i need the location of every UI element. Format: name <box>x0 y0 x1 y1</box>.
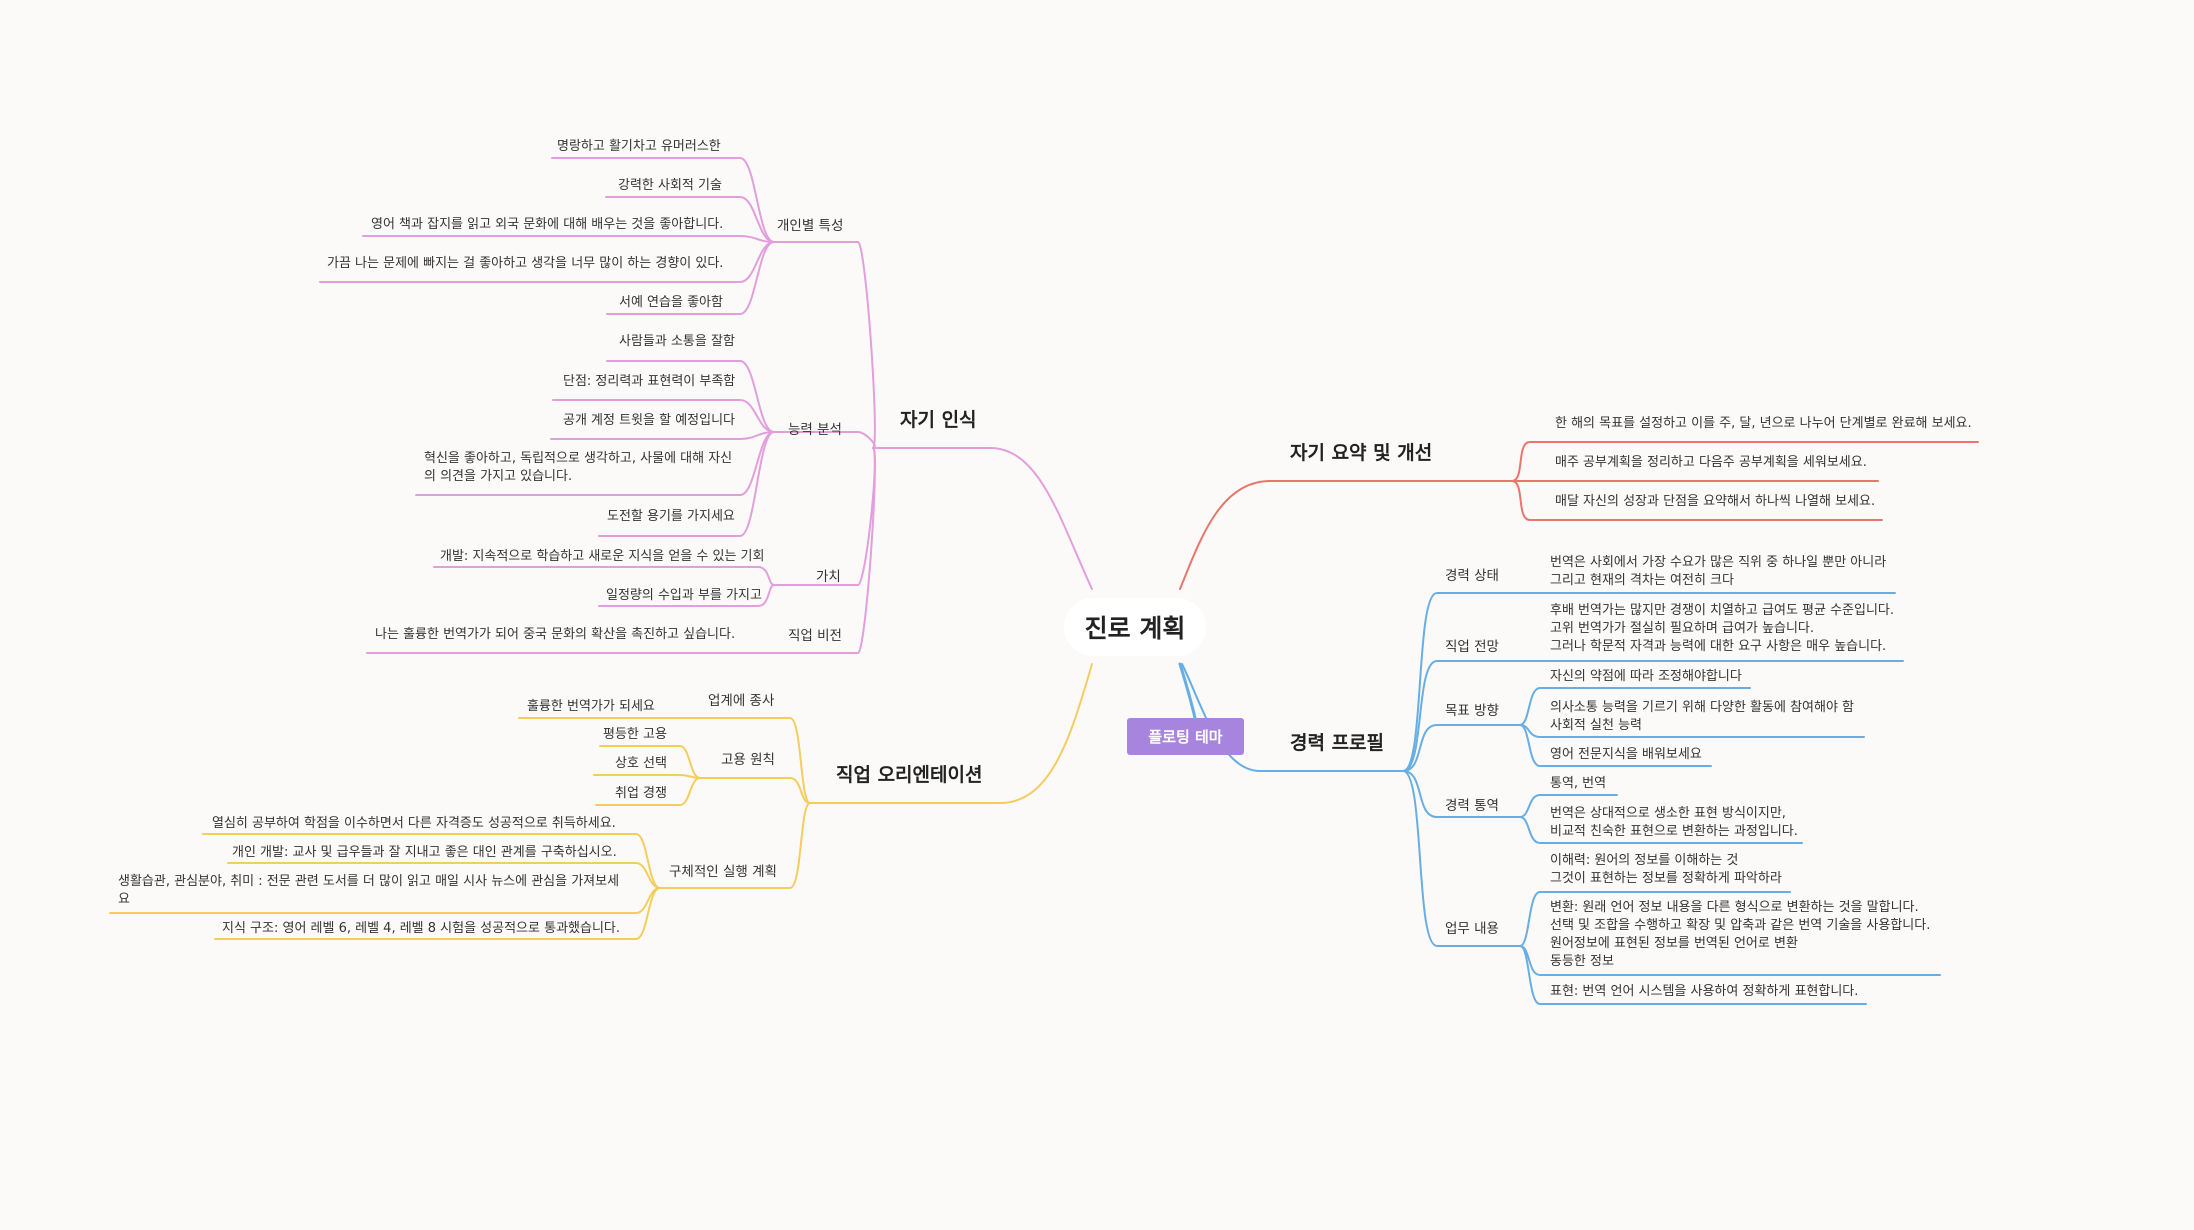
leaf-path-1[interactable]: 통역, 번역 <box>1550 775 1606 793</box>
career-profile-connectors <box>1181 592 1941 1005</box>
subtopic-career-status[interactable]: 경력 상태 <box>1445 568 1499 584</box>
leaf-work-3[interactable]: 표현: 번역 언어 시스템을 사용하여 정확하게 표현합니다. <box>1550 983 1858 1001</box>
leaf-path-2-text: 번역은 상대적으로 생소한 표현 방식이지만, 비교적 친숙한 표현으로 변환하… <box>1550 806 1798 839</box>
floating-topic[interactable]: 플로팅 테마 <box>1127 718 1244 755</box>
subtopic-career-outlook[interactable]: 직업 전망 <box>1445 639 1499 655</box>
leaf-status-1[interactable]: 번역은 사회에서 가장 수요가 많은 직위 중 하나일 뿐만 아니라 그리고 현… <box>1550 554 1886 590</box>
leaf-value-2[interactable]: 일정량의 수입과 부를 가지고 <box>606 588 762 603</box>
leaf-plan-1[interactable]: 열심히 공부하여 학점을 이수하면서 다른 자격증도 성공적으로 취득하세요. <box>212 816 616 831</box>
leaf-trait-5[interactable]: 서예 연습을 좋아함 <box>619 295 723 310</box>
leaf-status-1-text: 번역은 사회에서 가장 수요가 많은 직위 중 하나일 뿐만 아니라 그리고 현… <box>1550 555 1887 588</box>
central-topic[interactable]: 진로 계획 <box>1064 598 1206 656</box>
leaf-path-1-text: 통역, 번역 <box>1550 776 1607 791</box>
subtopic-industry[interactable]: 업계에 종사 <box>708 693 775 709</box>
leaf-trait-3[interactable]: 영어 책과 잡지를 읽고 외국 문화에 대해 배우는 것을 좋아합니다. <box>371 217 724 232</box>
leaf-work-3-text: 표현: 번역 언어 시스템을 사용하여 정확하게 표현합니다. <box>1550 984 1859 999</box>
leaf-plan-2[interactable]: 개인 개발: 교사 및 급우들과 잘 지내고 좋은 대인 관계를 구축하십시오. <box>232 845 617 860</box>
leaf-goal-3-text: 영어 전문지식을 배워보세요 <box>1550 747 1702 762</box>
topic-career-orientation[interactable]: 직업 오리엔테이션 <box>836 764 983 786</box>
leaf-employment-3[interactable]: 취업 경쟁 <box>615 786 667 801</box>
leaf-ability-4[interactable]: 혁신을 좋아하고, 독립적으로 생각하고, 사물에 대해 자신의 의견을 가지고… <box>424 451 733 484</box>
leaf-goal-1-text: 자신의 약점에 따라 조정해야합니다 <box>1550 669 1742 684</box>
subtopic-employment[interactable]: 고용 원칙 <box>721 752 775 768</box>
leaf-employment-1[interactable]: 평등한 고용 <box>603 727 667 742</box>
leaf-summary-2[interactable]: 매주 공부계획을 정리하고 다음주 공부계획을 세워보세요. <box>1555 455 1867 470</box>
subtopic-work-content[interactable]: 업무 내용 <box>1445 921 1499 937</box>
leaf-ability-1[interactable]: 사람들과 소통을 잘함 <box>619 334 735 349</box>
subtopic-goal-direction[interactable]: 목표 방향 <box>1445 703 1499 719</box>
leaf-path-2[interactable]: 번역은 상대적으로 생소한 표현 방식이지만, 비교적 친숙한 표현으로 변환하… <box>1550 805 1798 841</box>
subtopic-ability-analysis[interactable]: 능력 분석 <box>788 422 842 438</box>
leaf-goal-2[interactable]: 의사소통 능력을 기르기 위해 다양한 활동에 참여해야 함 사회적 실천 능력 <box>1550 699 1854 735</box>
self-summary-connectors <box>1179 441 1979 590</box>
leaf-summary-3[interactable]: 매달 자신의 성장과 단점을 요약해서 하나씩 나열해 보세요. <box>1555 494 1876 509</box>
leaf-work-2[interactable]: 변환: 원래 언어 정보 내용을 다른 형식으로 변환하는 것을 말합니다. 선… <box>1550 899 1930 971</box>
leaf-goal-3[interactable]: 영어 전문지식을 배워보세요 <box>1550 746 1702 764</box>
leaf-trait-4[interactable]: 가끔 나는 문제에 빠지는 걸 좋아하고 생각을 너무 많이 하는 경향이 있다… <box>327 256 724 271</box>
subtopic-personal-traits[interactable]: 개인별 특성 <box>777 218 844 234</box>
leaf-goal-1[interactable]: 자신의 약점에 따라 조정해야합니다 <box>1550 668 1742 686</box>
leaf-value-1[interactable]: 개발: 지속적으로 학습하고 새로운 지식을 얻을 수 있는 기회 <box>440 549 765 564</box>
leaf-work-1-text: 이해력: 원어의 정보를 이해하는 것 그것이 표현하는 정보를 정확하게 파악… <box>1550 853 1782 886</box>
leaf-employment-2[interactable]: 상호 선택 <box>615 756 667 771</box>
leaf-outlook-1[interactable]: 후배 번역가는 많지만 경쟁이 치열하고 급여도 평균 수준입니다. 고위 번역… <box>1550 602 1894 656</box>
leaf-trait-1[interactable]: 명랑하고 활기차고 유머러스한 <box>557 139 721 154</box>
leaf-industry-1[interactable]: 훌륭한 번역가가 되세요 <box>527 699 655 714</box>
subtopic-career-vision[interactable]: 직업 비전 <box>788 628 842 644</box>
topic-career-profile[interactable]: 경력 프로필 <box>1290 732 1385 754</box>
leaf-work-1[interactable]: 이해력: 원어의 정보를 이해하는 것 그것이 표현하는 정보를 정확하게 파악… <box>1550 852 1782 888</box>
subtopic-action-plan[interactable]: 구체적인 실행 계획 <box>669 864 777 880</box>
leaf-vision-1[interactable]: 나는 훌륭한 번역가가 되어 중국 문화의 확산을 촉진하고 싶습니다. <box>375 627 736 642</box>
leaf-plan-4[interactable]: 지식 구조: 영어 레벨 6, 레벨 4, 레벨 8 시험을 성공적으로 통과했… <box>222 921 621 936</box>
leaf-ability-2[interactable]: 단점: 정리력과 표현력이 부족함 <box>563 374 736 389</box>
leaf-summary-1[interactable]: 한 해의 목표를 설정하고 이를 주, 달, 년으로 나누어 단계별로 완료해 … <box>1555 416 1972 431</box>
leaf-ability-3[interactable]: 공개 계정 트윗을 할 예정입니다 <box>563 413 736 428</box>
leaf-ability-5[interactable]: 도전할 용기를 가지세요 <box>607 509 735 524</box>
self-awareness-connectors <box>319 157 1093 654</box>
career-orientation-connectors <box>109 663 1093 940</box>
leaf-outlook-1-text: 후배 번역가는 많지만 경쟁이 치열하고 급여도 평균 수준입니다. 고위 번역… <box>1550 603 1895 654</box>
leaf-plan-3[interactable]: 생활습관, 관심분야, 취미 : 전문 관련 도서를 더 많이 읽고 매일 시사… <box>118 874 620 907</box>
topic-self-summary[interactable]: 자기 요약 및 개선 <box>1290 442 1433 464</box>
leaf-work-2-text: 변환: 원래 언어 정보 내용을 다른 형식으로 변환하는 것을 말합니다. 선… <box>1550 900 1931 969</box>
leaf-goal-2-text: 의사소통 능력을 기르기 위해 다양한 활동에 참여해야 함 사회적 실천 능력 <box>1550 700 1855 733</box>
topic-self-awareness[interactable]: 자기 인식 <box>900 409 977 431</box>
subtopic-values[interactable]: 가치 <box>816 569 841 585</box>
subtopic-career-path[interactable]: 경력 통역 <box>1445 798 1499 814</box>
leaf-trait-2[interactable]: 강력한 사회적 기술 <box>618 178 722 193</box>
